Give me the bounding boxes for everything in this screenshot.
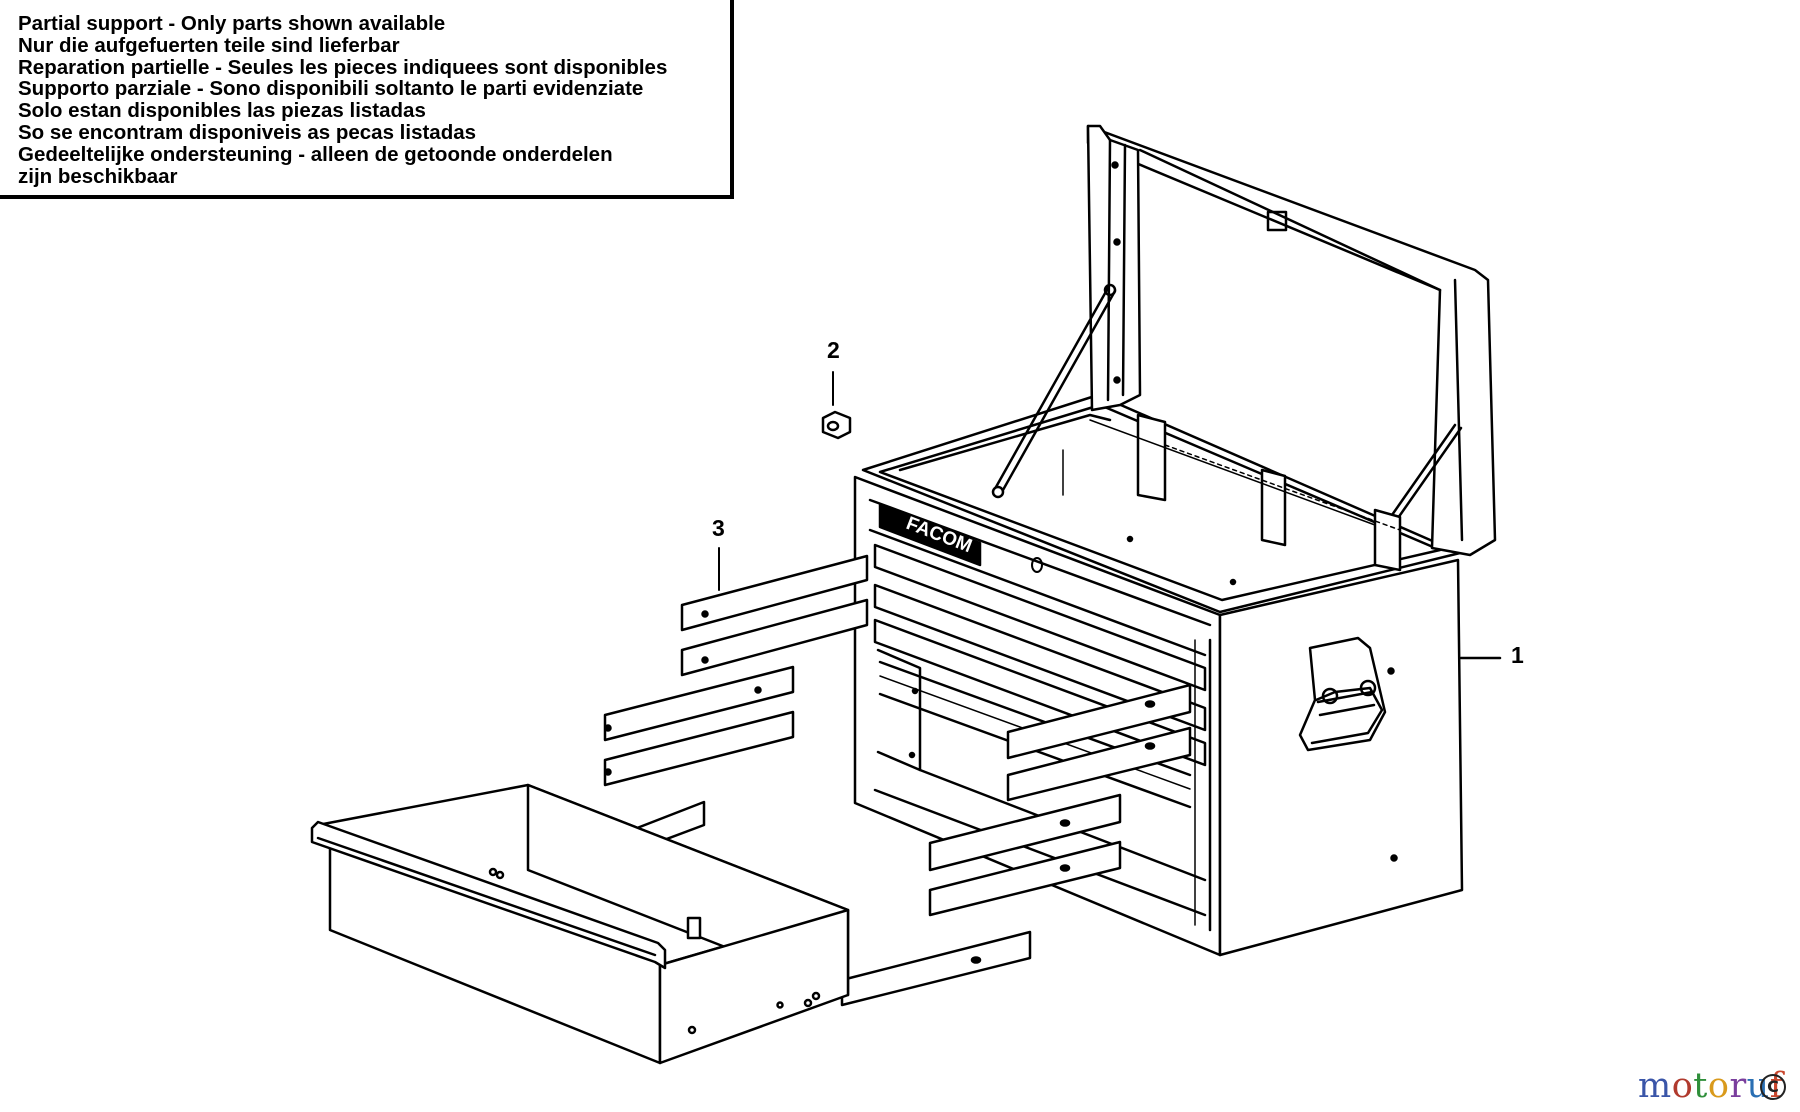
- part-2-nut: [821, 371, 852, 440]
- copyright-symbol: C: [1760, 1074, 1786, 1100]
- part-3-drawer-slides: [603, 547, 1192, 1007]
- chest-lid: [991, 124, 1497, 586]
- notice-line: Supporto parziale - Sono disponibili sol…: [18, 77, 644, 101]
- watermark-logo: motoruf: [1638, 1066, 1784, 1106]
- notice-line: zijn beschikbaar: [18, 164, 178, 188]
- callout-number-2: 2: [827, 337, 840, 363]
- removed-drawer: [310, 783, 850, 1065]
- notice-line: Gedeeltelijke ondersteuning - alleen de …: [18, 142, 613, 166]
- side-handle: [1298, 636, 1387, 752]
- notice-line: So se encontram disponiveis as pecas lis…: [18, 120, 477, 144]
- notice-line: Nur die aufgefuerten teile sind lieferba…: [18, 33, 400, 57]
- callout-number-1: 1: [1511, 642, 1524, 668]
- notice-line: Partial support - Only parts shown avail…: [18, 12, 446, 35]
- notice-line: Solo estan disponibles las piezas listad…: [18, 99, 426, 123]
- partial-support-notice: Partial support - Only parts shown avail…: [0, 0, 734, 199]
- notice-line: Reparation partielle - Seules les pieces…: [18, 55, 668, 79]
- callout-number-3: 3: [712, 515, 725, 541]
